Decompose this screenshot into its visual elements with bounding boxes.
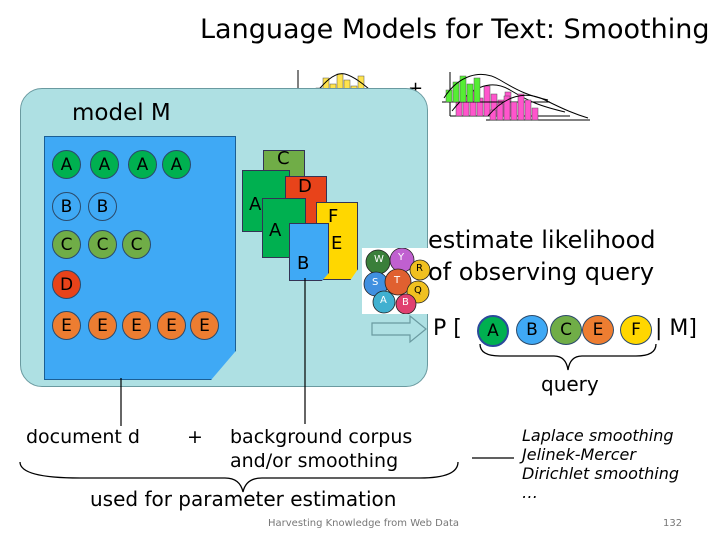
smoothing-method: … bbox=[522, 483, 538, 502]
dice-cluster bbox=[362, 248, 430, 314]
query-brace bbox=[479, 343, 657, 371]
page-number: 132 bbox=[663, 518, 683, 529]
background-page-e-letter: E bbox=[331, 233, 343, 254]
letter-e-text: E bbox=[166, 315, 177, 336]
parameter-estimation-label: used for parameter estimation bbox=[90, 487, 397, 511]
die-face: A bbox=[380, 295, 387, 306]
query-letter-text: C bbox=[560, 320, 572, 340]
letter-e-text: E bbox=[61, 315, 72, 336]
letter-b: B bbox=[88, 192, 117, 221]
dice-faces: W Y R S T Q A B bbox=[362, 248, 430, 314]
background-corpus-line-2: and/or smoothing bbox=[230, 450, 399, 472]
background-page-d-letter: D bbox=[298, 176, 312, 197]
letter-c-text: C bbox=[60, 234, 73, 255]
query-letter-b: B bbox=[516, 315, 548, 345]
query-letter-f: F bbox=[620, 315, 652, 345]
histogram-green bbox=[442, 73, 550, 103]
letter-e: E bbox=[122, 311, 151, 340]
histogram-magenta-2 bbox=[486, 93, 590, 121]
model-label: model M bbox=[72, 100, 171, 126]
smoothing-method: Jelinek-Mercer bbox=[522, 445, 636, 464]
estimate-line-1: estimate likelihood bbox=[428, 226, 656, 254]
die-face: Y bbox=[398, 252, 405, 263]
letter-e: E bbox=[157, 311, 186, 340]
query-label: query bbox=[541, 372, 599, 396]
die-face: Q bbox=[414, 285, 422, 296]
query-letter-a: A bbox=[477, 315, 509, 347]
letter-e-text: E bbox=[199, 315, 210, 336]
letter-e-text: E bbox=[97, 315, 108, 336]
smoothing-method: Dirichlet smoothing bbox=[522, 464, 680, 483]
background-corpus-line-1: background corpus bbox=[230, 426, 413, 448]
slide-title: Language Models for Text: Smoothing bbox=[200, 14, 710, 45]
letter-b-text: B bbox=[96, 196, 109, 217]
estimate-line-2: of observing query bbox=[428, 258, 655, 286]
background-page-c-letter: C bbox=[277, 148, 290, 169]
letter-e: E bbox=[190, 311, 219, 340]
query-letter-text: B bbox=[526, 320, 538, 340]
document-label: document d bbox=[26, 426, 140, 448]
die-face: B bbox=[402, 297, 409, 308]
letter-a: A bbox=[128, 150, 157, 179]
letter-a-text: A bbox=[98, 154, 111, 175]
letter-a-text: A bbox=[136, 154, 149, 175]
query-suffix: | M] bbox=[655, 316, 697, 341]
background-page-f-letter: F bbox=[328, 206, 339, 227]
letter-b: B bbox=[52, 192, 81, 221]
background-page-a-2-letter: A bbox=[269, 220, 282, 241]
letter-d: D bbox=[52, 270, 81, 299]
letter-e: E bbox=[52, 311, 81, 340]
letter-e-text: E bbox=[131, 315, 142, 336]
letter-c: C bbox=[52, 230, 81, 259]
query-letter-text: A bbox=[487, 321, 499, 341]
background-page-a-2 bbox=[262, 198, 306, 258]
die-face: T bbox=[394, 275, 401, 286]
query-letter-e: E bbox=[582, 315, 614, 345]
letter-c-text: C bbox=[130, 234, 143, 255]
query-letter-text: F bbox=[631, 320, 641, 340]
query-letter-c: C bbox=[550, 315, 582, 345]
letter-a-text: A bbox=[60, 154, 73, 175]
die-face: R bbox=[416, 263, 423, 274]
letter-c-text: C bbox=[96, 234, 109, 255]
die-face: W bbox=[374, 254, 384, 265]
smoothing-method: Laplace smoothing bbox=[522, 426, 674, 445]
letter-e: E bbox=[88, 311, 117, 340]
letter-c: C bbox=[122, 230, 151, 259]
letter-a-text: A bbox=[170, 154, 183, 175]
letter-b-text: B bbox=[60, 196, 73, 217]
query-prefix: P [ bbox=[433, 316, 462, 341]
die-face: S bbox=[372, 277, 379, 288]
letter-c: C bbox=[88, 230, 117, 259]
footer-text: Harvesting Knowledge from Web Data bbox=[268, 518, 460, 529]
background-page-b bbox=[289, 223, 329, 281]
query-letter-text: E bbox=[592, 320, 604, 340]
plus-sign-bottom: + bbox=[187, 426, 203, 448]
background-page-b-letter: B bbox=[297, 253, 310, 274]
letter-d-text: D bbox=[59, 274, 74, 295]
letter-a: A bbox=[162, 150, 191, 179]
letter-a: A bbox=[90, 150, 119, 179]
arrow-right-icon bbox=[371, 314, 427, 344]
background-page-a-letter: A bbox=[249, 194, 262, 215]
letter-a: A bbox=[52, 150, 81, 179]
